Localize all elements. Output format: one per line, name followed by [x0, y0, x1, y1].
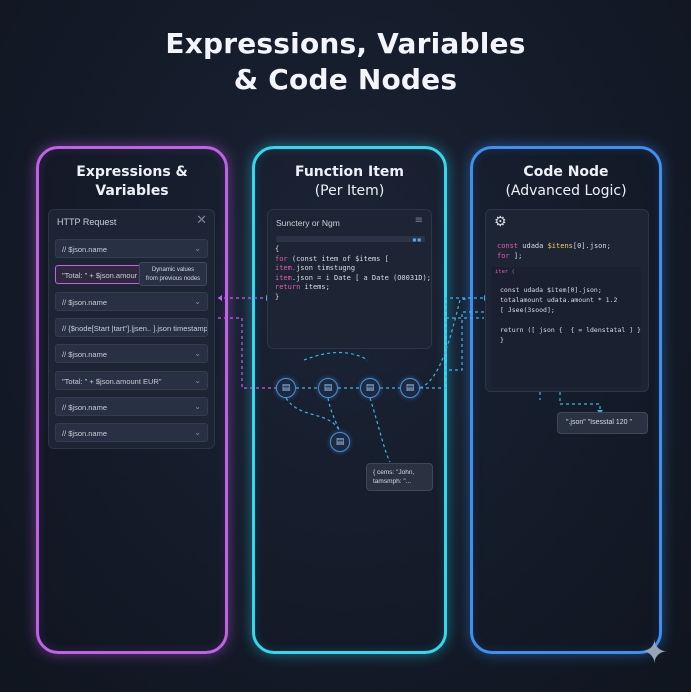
code-body[interactable]: const udada $item[0].json; totalamount u…	[500, 286, 641, 344]
page-title: Expressions, Variables & Code Nodes	[165, 27, 526, 96]
chevron-down-icon: ⌄	[194, 428, 201, 437]
chevron-down-icon: ⌄	[194, 376, 201, 385]
chevron-down-icon: ⌄	[194, 297, 201, 306]
chevron-down-icon: ⌄	[194, 349, 201, 358]
chevron-down-icon: ⌄	[194, 402, 201, 411]
editor-tab: iter (	[495, 269, 515, 275]
expression-field[interactable]: // $json.name⌄	[55, 292, 208, 311]
card-header: HTTP Request	[57, 217, 117, 227]
item-node-icon[interactable]: ▤	[360, 378, 380, 398]
panel-title: Code Node (Advanced Logic)	[505, 164, 627, 199]
code-output: ".json" "Isesstal 120 "	[557, 412, 648, 434]
close-icon[interactable]: ✕	[196, 213, 207, 228]
expression-field[interactable]: "Total: " + $json.amount EUR"⌄	[55, 371, 208, 390]
expression-field[interactable]: // {$node[Start |tart"].|jsen.. ].json t…	[55, 318, 208, 337]
code-editor[interactable]	[491, 267, 641, 387]
item-node-icon[interactable]: ▤	[276, 378, 296, 398]
gear-icon[interactable]: ⚙	[494, 214, 507, 230]
expression-field[interactable]: // $json.name⌄	[55, 423, 208, 442]
item-node-icon[interactable]: ▤	[330, 432, 350, 452]
expression-field-active[interactable]: "Total: " + $json.amour	[55, 265, 143, 284]
function-output: { cems: "John, tamsmph: "...	[366, 463, 433, 491]
expressions-panel: Expressions & Variables	[36, 146, 228, 654]
expression-field[interactable]: // $json.name⌄	[55, 239, 208, 258]
expression-field[interactable]: // $json.name⌄	[55, 344, 208, 363]
function-item-panel: Function Item (Per Item)	[252, 146, 447, 654]
menu-icon[interactable]: ≡	[414, 215, 423, 226]
function-item-card: Sunctery or Ngm ≡ ■■	[267, 209, 432, 349]
toolbar-strip: ■■	[276, 236, 425, 242]
dots-icon: ■■	[412, 237, 422, 242]
sparkle-icon: ✦	[641, 633, 668, 671]
item-node-icon[interactable]: ▤	[400, 378, 420, 398]
code-node-panel: Code Node (Advanced Logic)	[470, 146, 662, 654]
panel-title: Expressions & Variables	[76, 164, 188, 199]
code-header[interactable]: const udada $itens[0].json; for ];	[497, 242, 611, 260]
tooltip: Dynamic values from previous nodes	[139, 262, 207, 286]
item-node-icon[interactable]: ▤	[318, 378, 338, 398]
function-code[interactable]: { for (const item of $items [ item.json …	[275, 245, 431, 301]
panel-title: Function Item (Per Item)	[294, 164, 405, 199]
card-header: Sunctery or Ngm	[276, 218, 340, 228]
expression-field[interactable]: // $json.name⌄	[55, 397, 208, 416]
chevron-down-icon: ⌄	[194, 244, 201, 253]
